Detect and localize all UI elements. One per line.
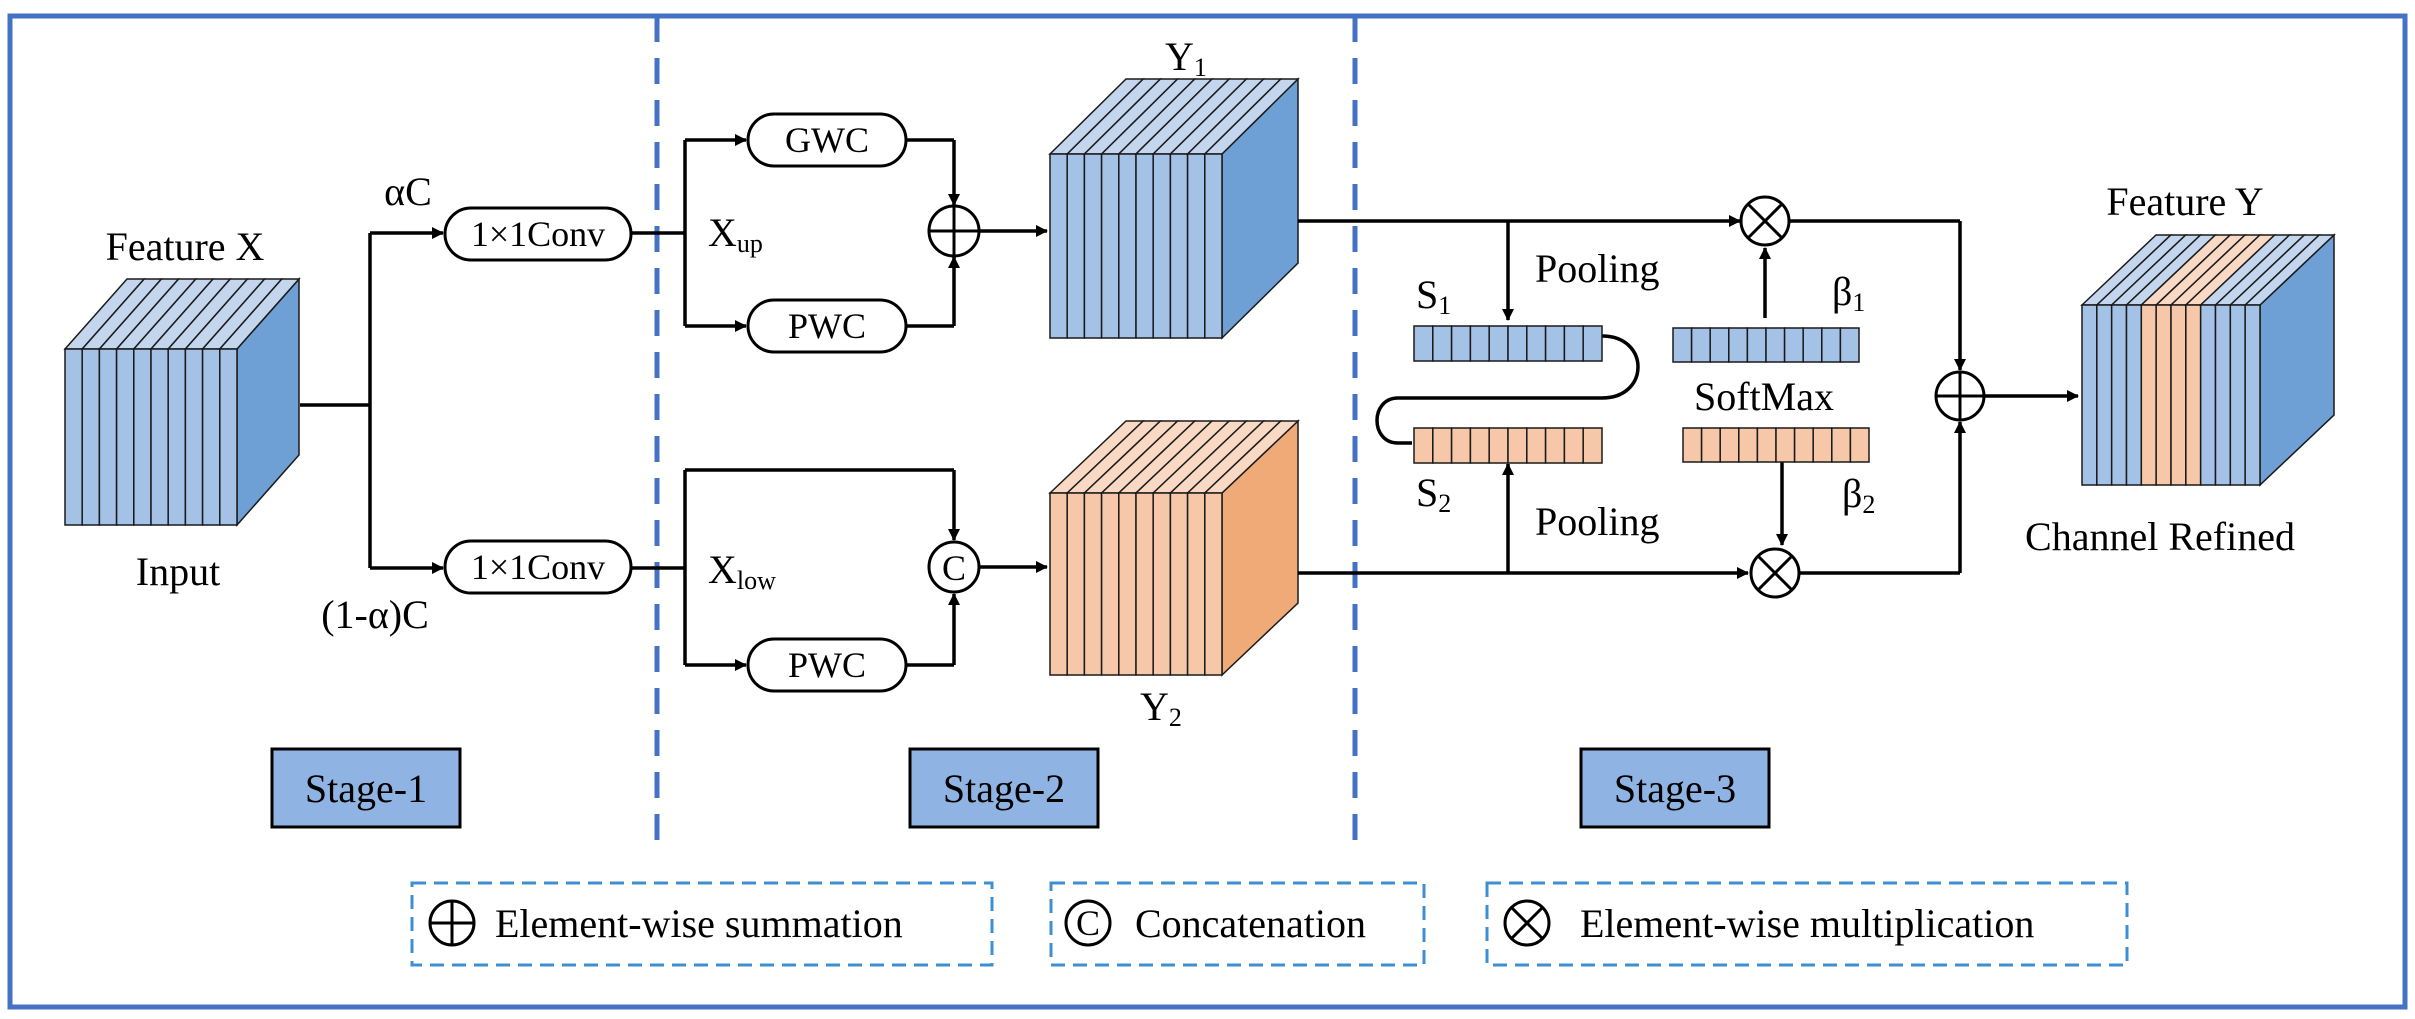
svg-text:C: C [942, 548, 966, 588]
y2-cube [1048, 419, 1300, 677]
pwc-bottom-box [746, 637, 908, 693]
softmax-label: SoftMax [1694, 374, 1834, 419]
y1-label: Y1 [1165, 34, 1207, 82]
stage-1-label: Stage-1 [305, 766, 427, 811]
beta1-strip [1672, 327, 1860, 363]
pooling-bottom-label: Pooling [1535, 499, 1659, 544]
c-circle-icon: C [1064, 899, 1112, 947]
stage-2-box [908, 747, 1100, 829]
pwc-top-label: PWC [788, 306, 866, 346]
sum-top-icon [927, 204, 981, 258]
input-caption: Input [136, 549, 220, 594]
gwc-box [746, 112, 908, 168]
output-title: Feature Y [2106, 179, 2263, 224]
conv-top-label: 1×1Conv [471, 214, 605, 254]
sum-output-icon [1934, 370, 1986, 422]
plus-circle-icon [428, 899, 476, 947]
feature-x-cube [63, 277, 301, 527]
pwc-top-box [746, 298, 908, 354]
output-caption: Channel Refined [2025, 514, 2295, 559]
stage-3-box [1579, 747, 1771, 829]
s2-strip [1413, 427, 1603, 464]
gwc-label: GWC [785, 120, 869, 160]
stage-2-label: Stage-2 [943, 766, 1065, 811]
concat-icon: C [927, 540, 981, 594]
times-circle-icon [1503, 899, 1551, 947]
alpha-c-label: αC [384, 169, 432, 214]
stage-1-box [270, 747, 462, 829]
feature-y-cube [2080, 233, 2336, 487]
x-up-label: Xup [708, 210, 763, 258]
y1-cube [1048, 77, 1300, 340]
s1-strip [1413, 325, 1603, 362]
x-low-label: Xlow [708, 547, 776, 595]
legend-concat-box [1049, 881, 1426, 967]
input-title: Feature X [106, 224, 265, 269]
s1-label: S1 [1416, 272, 1451, 320]
conv-bottom-label: 1×1Conv [471, 547, 605, 587]
legend-sum-box [410, 881, 994, 967]
legend-mult-text: Element-wise multiplication [1580, 901, 2034, 946]
multiply-bottom-icon [1749, 547, 1801, 599]
legend-sum-text: Element-wise summation [495, 901, 903, 946]
s2-label: S2 [1416, 470, 1451, 518]
beta2-label: β2 [1842, 471, 1875, 519]
beta1-label: β1 [1832, 269, 1865, 317]
one-minus-alpha-c-label: (1-α)C [321, 592, 429, 637]
legend-mult-box [1485, 881, 2129, 967]
y2-label: Y2 [1140, 684, 1182, 732]
multiply-top-icon [1739, 195, 1791, 247]
beta2-strip [1682, 427, 1870, 463]
svg-text:C: C [1076, 903, 1100, 943]
outer-frame [7, 13, 2408, 1010]
stage-3-label: Stage-3 [1614, 766, 1736, 811]
pooling-top-label: Pooling [1535, 246, 1659, 291]
pwc-bottom-label: PWC [788, 645, 866, 685]
legend-concat-text: Concatenation [1135, 901, 1366, 946]
